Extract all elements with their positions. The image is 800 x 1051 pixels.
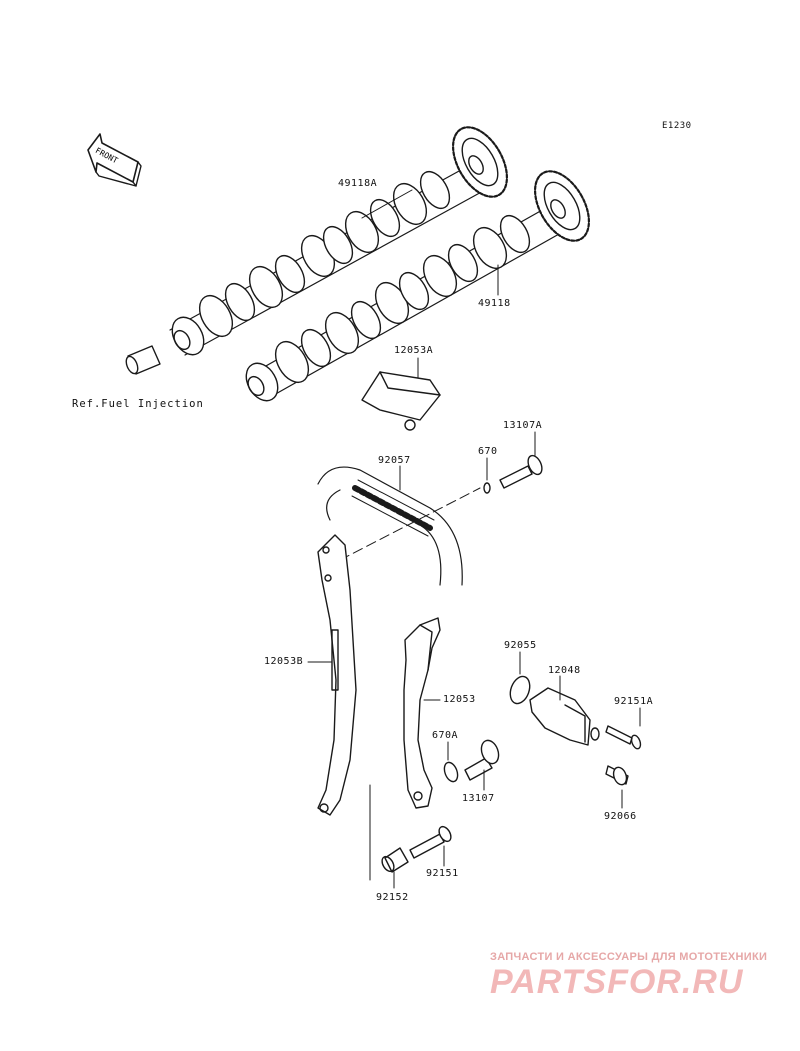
chain-guide-right xyxy=(403,617,441,809)
label-92151: 92151 xyxy=(426,868,459,879)
bolt-tensioner xyxy=(605,725,642,750)
plug-part xyxy=(125,345,161,375)
bolt-cap xyxy=(605,765,629,786)
washer-top xyxy=(483,482,491,494)
collar xyxy=(381,847,409,873)
label-13107A: 13107A xyxy=(503,420,543,431)
chain-guide-left xyxy=(317,534,357,816)
front-arrow-icon xyxy=(87,133,142,187)
label-12053A: 12053A xyxy=(394,345,434,356)
label-49118: 49118 xyxy=(478,298,511,309)
label-92057: 92057 xyxy=(378,455,411,466)
cam-chain xyxy=(317,466,463,586)
label-92152: 92152 xyxy=(376,892,409,903)
bolt-guide xyxy=(409,825,452,859)
label-92055: 92055 xyxy=(504,640,537,651)
washer-bottom xyxy=(443,761,459,783)
chain-guide-top xyxy=(361,371,441,431)
label-13107: 13107 xyxy=(462,793,495,804)
tensioner xyxy=(529,687,600,746)
label-92066: 92066 xyxy=(604,811,637,822)
diagram-code: E1230 xyxy=(662,121,692,131)
label-670: 670 xyxy=(478,446,498,457)
camshaft-intake xyxy=(169,126,509,356)
tensioner-bolt-bottom xyxy=(464,739,500,781)
camshaft-exhaust xyxy=(245,170,591,402)
label-12048: 12048 xyxy=(548,665,581,676)
o-ring xyxy=(509,675,531,705)
label-12053B: 12053B xyxy=(264,656,304,667)
label-670A: 670A xyxy=(432,730,459,741)
label-12053: 12053 xyxy=(443,694,476,705)
watermark-tagline: ЗАПЧАСТИ И АКСЕССУАРЫ ДЛЯ МОТОТЕХНИКИ xyxy=(490,951,768,963)
tensioner-bolt-top xyxy=(499,454,543,489)
label-49118A: 49118A xyxy=(338,178,378,189)
label-92151A: 92151A xyxy=(614,696,654,707)
watermark-logo: PARTSFOR.RU xyxy=(490,963,744,1001)
reference-note: Ref.Fuel Injection xyxy=(72,398,204,410)
